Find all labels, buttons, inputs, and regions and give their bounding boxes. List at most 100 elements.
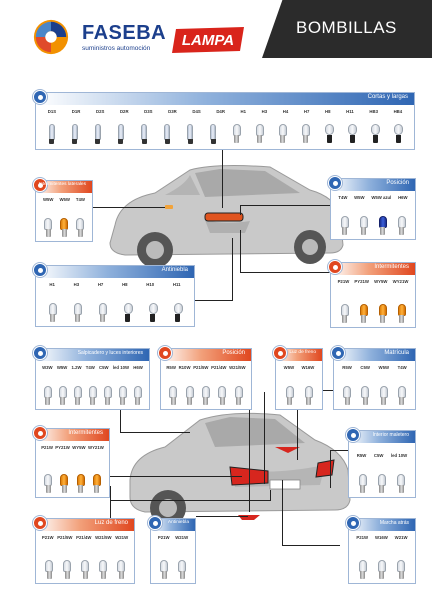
bulb-icon <box>185 386 194 406</box>
bulb-code: led 10W <box>390 453 408 458</box>
bulb-code: C5W <box>360 365 370 370</box>
bulb-code: W21/5W <box>229 365 246 370</box>
bulb-icon <box>394 124 404 144</box>
bulb-code: D1S <box>47 109 57 114</box>
bulb-icon <box>103 386 112 406</box>
bulb-icon <box>173 303 183 323</box>
fog-light-icon <box>33 263 47 277</box>
bulb-icon <box>117 124 125 144</box>
bulb-code: W21W <box>394 535 408 540</box>
connector-line <box>240 272 330 273</box>
bulb-icon <box>60 474 69 494</box>
page-title: BOMBILLAS <box>296 18 397 37</box>
turn-signal-icon <box>33 426 47 440</box>
bulb-code: H6W <box>398 195 408 200</box>
bulb-code: R5W <box>166 365 176 370</box>
bulb-icon <box>348 124 358 144</box>
bulb-code: H7 <box>303 109 310 114</box>
panel-posicion-front: Posición T4W W5W W5W azul H6W <box>328 176 416 240</box>
connector-line <box>240 205 330 206</box>
bulb-icon <box>73 386 82 406</box>
bulb-icon <box>58 386 67 406</box>
bulb-icon <box>99 560 107 580</box>
bulb-code: PY21W <box>354 279 369 284</box>
bulb-icon <box>358 474 367 494</box>
bulb-icon <box>148 303 158 323</box>
bulb-code: WY5W <box>374 279 388 284</box>
lampa-logo-icon: LAMPA <box>172 27 244 53</box>
panel-title: Interior maletero <box>372 432 409 438</box>
bulb-code: PY21W <box>55 445 70 450</box>
connector-line <box>222 150 223 208</box>
panel-title: Salpicadero y luces interiores <box>77 350 143 356</box>
bulb-icon <box>48 124 56 144</box>
bulb-code: WY21W <box>88 445 104 450</box>
bulb-icon <box>160 560 168 580</box>
bulb-icon <box>45 560 53 580</box>
turn-signal-icon <box>33 178 47 192</box>
bulb-code: W5W <box>283 365 295 370</box>
bulb-code: D3R <box>168 109 177 114</box>
bulb-icon <box>359 304 368 324</box>
stop-icon <box>273 346 287 360</box>
panel-title: Antiniebla <box>161 267 188 273</box>
bulb-code: P21/4W <box>211 365 227 370</box>
panel-title: Antiniebla <box>167 520 189 525</box>
bulb-icon <box>397 386 406 406</box>
bulb-code: P21W <box>356 535 369 540</box>
bulb-code: P21/5W <box>57 535 73 540</box>
bulb-code: C5W <box>373 453 384 458</box>
panel-cortas-largas: Cortas y largas D1S D1R D2S D2R D3S D3R … <box>33 90 415 150</box>
position-light-icon <box>158 346 172 360</box>
panel-title: Posición <box>386 180 409 186</box>
trunk-light-icon <box>346 428 360 442</box>
bulb-code: H6W <box>133 365 143 370</box>
bulb-icon <box>234 386 243 406</box>
connector-line <box>120 432 190 433</box>
brand-name: FASEBA <box>82 22 167 44</box>
bulb-code: H10 <box>146 282 155 287</box>
bulb-icon <box>397 560 406 580</box>
panel-antiniebla-front: Antiniebla H1 H3 H7 H8 H10 H11 <box>33 263 195 327</box>
bulb-code: P21/4W <box>76 535 92 540</box>
bulb-code: T4W <box>338 195 348 200</box>
reverse-light-icon <box>346 516 360 530</box>
connector-line <box>110 500 270 501</box>
bulb-code: W3W <box>42 365 53 370</box>
bulb-code: W21W <box>175 535 189 540</box>
panel-title: Cortas y largas <box>367 94 408 100</box>
bulb-icon <box>359 216 368 236</box>
bulb-code: T4W <box>397 365 407 370</box>
turn-signal-icon <box>328 260 342 274</box>
panel-marcha-atras: Marcha atrás P21W W16W W21W <box>346 516 416 584</box>
panel-title: Posición <box>222 350 245 356</box>
panel-antiniebla-rear: Antiniebla P21W W21W <box>148 516 196 584</box>
position-light-icon <box>328 176 342 190</box>
bulb-code: R5W <box>356 453 367 458</box>
connector-line <box>330 450 331 488</box>
bulb-icon <box>169 386 178 406</box>
svg-text:LAMPA: LAMPA <box>182 32 234 49</box>
bulb-icon <box>123 303 133 323</box>
bulb-code: W5W <box>56 365 68 370</box>
bulb-icon <box>81 560 89 580</box>
panel-intermitentes-laterales: Intermitentes laterales W5W W5W T4W <box>33 178 93 242</box>
panel-luz-freno-top: Luz de freno W5W W16W <box>273 346 323 410</box>
connector-line <box>282 545 340 546</box>
connector-line <box>297 390 298 460</box>
bulb-code: P21W <box>41 535 54 540</box>
panel-title: Intermitentes laterales <box>38 182 86 187</box>
bulb-icon <box>218 386 227 406</box>
bulb-icon <box>397 474 406 494</box>
bulb-code: W5W <box>378 365 390 370</box>
bulb-code: C5W <box>99 365 109 370</box>
front-car-illustration <box>109 165 344 268</box>
panel-interior-maletero: Interior maletero R5W C5W led 10W <box>346 428 416 498</box>
panel-title: Marcha atrás <box>379 520 409 526</box>
bulb-icon <box>94 124 102 144</box>
bulb-code: W5W <box>354 195 365 200</box>
bulb-code: P21W <box>337 279 350 284</box>
bulb-code: D1R <box>71 109 81 114</box>
connector-line <box>240 205 241 215</box>
bulb-code: HB3 <box>369 109 378 114</box>
